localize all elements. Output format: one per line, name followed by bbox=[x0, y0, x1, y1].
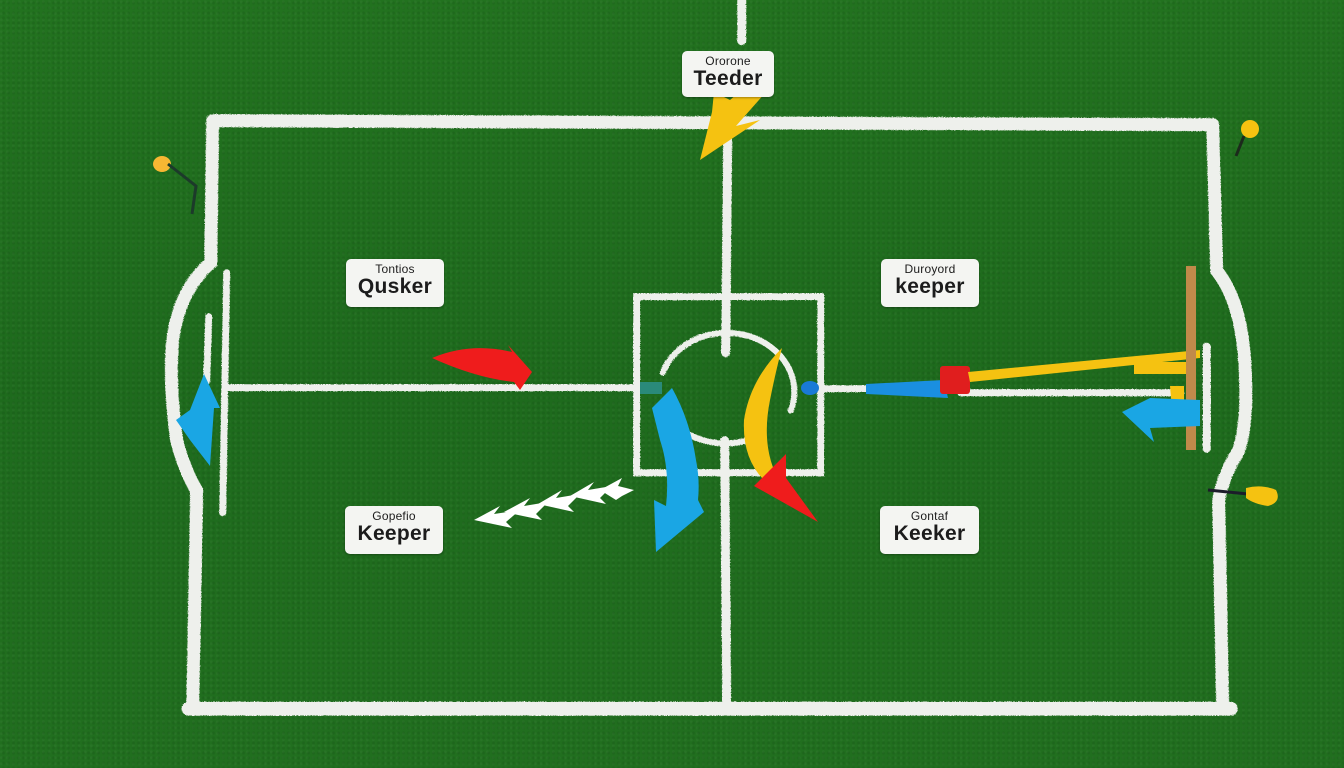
label-main: Keeker bbox=[893, 522, 966, 545]
white-chevron-arrows-icon bbox=[474, 478, 634, 528]
blue-curved-arrow-icon bbox=[652, 388, 704, 552]
pitch-lines bbox=[164, 0, 1252, 715]
label-main: Teeder bbox=[693, 67, 763, 90]
label-card-left-upper: Tontios Qusker bbox=[346, 259, 444, 307]
red-arrowhead-icon bbox=[754, 454, 818, 522]
goal-equipment bbox=[866, 266, 1200, 450]
label-main: keeper bbox=[895, 275, 965, 298]
blue-up-arrow-icon bbox=[176, 374, 220, 466]
yellow-arrow-icon bbox=[700, 88, 766, 160]
blue-left-arrow-icon bbox=[1122, 398, 1200, 442]
corner-flag-top-right-icon bbox=[1234, 120, 1259, 157]
yellow-crescent-arrow-icon bbox=[743, 348, 782, 482]
label-card-right-upper: Duroyord keeper bbox=[881, 259, 979, 307]
label-main: Keeper bbox=[357, 522, 431, 545]
label-card-left-lower: Gopefio Keeper bbox=[345, 506, 443, 554]
corner-flag-bottom-right-icon bbox=[1207, 486, 1278, 506]
corner-flag-top-left-icon bbox=[153, 156, 198, 215]
label-sub: Gontaf bbox=[910, 509, 949, 523]
label-sub: Gopefio bbox=[372, 509, 416, 523]
label-sub: Ororone bbox=[705, 54, 751, 68]
label-main: Qusker bbox=[357, 275, 433, 298]
label-sub: Tontios bbox=[375, 262, 415, 276]
label-sub: Duroyord bbox=[904, 262, 956, 276]
blue-cone-icon bbox=[801, 381, 819, 395]
label-card-right-lower: Gontaf Keeker bbox=[880, 506, 979, 554]
label-card-top-center: Ororone Teeder bbox=[682, 51, 774, 97]
marker-device-icon bbox=[640, 382, 662, 394]
red-arrow-icon bbox=[432, 345, 532, 390]
